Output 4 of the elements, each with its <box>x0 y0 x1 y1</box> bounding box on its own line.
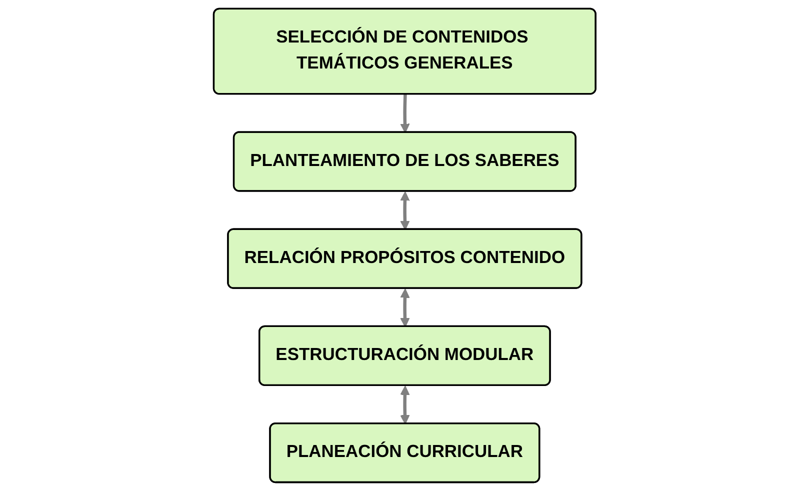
arrow <box>400 386 410 424</box>
arrow <box>400 94 410 133</box>
arrow <box>400 288 410 328</box>
arrow <box>400 191 410 230</box>
